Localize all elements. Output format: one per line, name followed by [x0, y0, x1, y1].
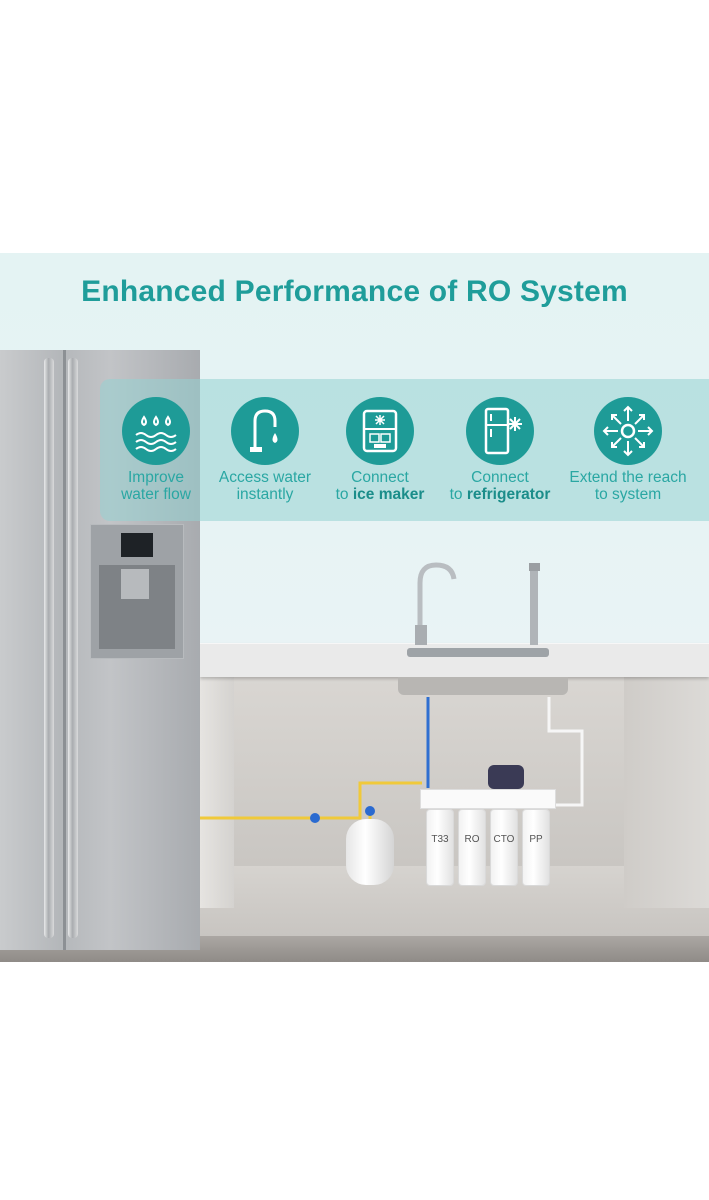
- ice-maker-icon: [346, 397, 414, 465]
- feature-line-1: Extend the reach: [569, 469, 687, 486]
- feature-line-1: Connect: [351, 469, 409, 486]
- feature-line-1: Improve: [128, 469, 184, 486]
- drain-pipe: [547, 697, 584, 807]
- tank-valve: [365, 806, 375, 816]
- feature-line-2-bold: refrigerator: [466, 486, 551, 503]
- dispenser-display: [121, 533, 153, 557]
- feature-label: Connect to refrigerator: [440, 469, 560, 503]
- ro-faucet: [530, 567, 538, 645]
- feature-improve-water-flow: Improve water flow: [96, 397, 216, 503]
- booster-pump: [488, 765, 524, 789]
- water-dispenser: [90, 524, 184, 659]
- filter-label: T33: [431, 834, 449, 845]
- feature-line-2: instantly: [236, 486, 294, 503]
- sink: [407, 648, 549, 657]
- cabinet-right-panel: [624, 676, 709, 908]
- feature-label: Connect to ice maker: [320, 469, 440, 503]
- filter-head: [420, 789, 556, 809]
- countertop: [200, 643, 709, 677]
- door-seam: [63, 350, 66, 950]
- filter-ro: RO: [458, 809, 486, 886]
- feature-label: Access water instantly: [205, 469, 325, 503]
- faucet: [417, 562, 457, 645]
- expand-arrows-icon: [594, 397, 662, 465]
- faucet-icon: [231, 397, 299, 465]
- feature-extend-reach: Extend the reach to system: [563, 397, 693, 503]
- refrigerator-line: [200, 781, 422, 820]
- door-handle-right: [68, 358, 78, 938]
- feature-label: Extend the reach to system: [563, 469, 693, 503]
- ro-faucet-handle: [529, 563, 540, 571]
- faucet-base: [415, 625, 427, 645]
- door-handle-left: [44, 358, 54, 938]
- feature-line-2: water flow: [121, 486, 191, 503]
- feature-connect-refrigerator: Connect to refrigerator: [440, 397, 560, 503]
- product-scene: Enhanced Performance of RO System T33 RO…: [0, 253, 709, 962]
- page-title: Enhanced Performance of RO System: [81, 275, 628, 308]
- sink-bowl: [398, 677, 568, 695]
- refrigerator-icon: [466, 397, 534, 465]
- valve: [310, 813, 320, 823]
- pressure-tank: [346, 819, 394, 885]
- feature-connect-ice-maker: Connect to ice maker: [320, 397, 440, 503]
- filter-label: PP: [529, 834, 543, 845]
- feature-line-2-prefix: to: [449, 486, 467, 503]
- filter-label: CTO: [493, 834, 515, 845]
- feature-line-1: Access water: [218, 469, 312, 486]
- feature-line-2-prefix: to: [335, 486, 353, 503]
- feature-line-2: to ice maker: [320, 486, 440, 503]
- feature-line-1: Connect: [471, 469, 529, 486]
- feature-access-water-instantly: Access water instantly: [205, 397, 325, 503]
- filter-t33: T33: [426, 809, 454, 886]
- feature-line-2: to system: [594, 486, 662, 503]
- filter-pp: PP: [522, 809, 550, 886]
- filter-cto: CTO: [490, 809, 518, 886]
- feature-line-2-bold: ice maker: [352, 486, 425, 503]
- plumbing-illustration: [200, 562, 584, 823]
- feature-line-2: to refrigerator: [440, 486, 560, 503]
- filter-label: RO: [464, 834, 480, 845]
- dispenser-paddle: [121, 569, 149, 599]
- cabinet-left-panel: [200, 676, 234, 908]
- feature-label: Improve water flow: [96, 469, 216, 503]
- water-drops-icon: [122, 397, 190, 465]
